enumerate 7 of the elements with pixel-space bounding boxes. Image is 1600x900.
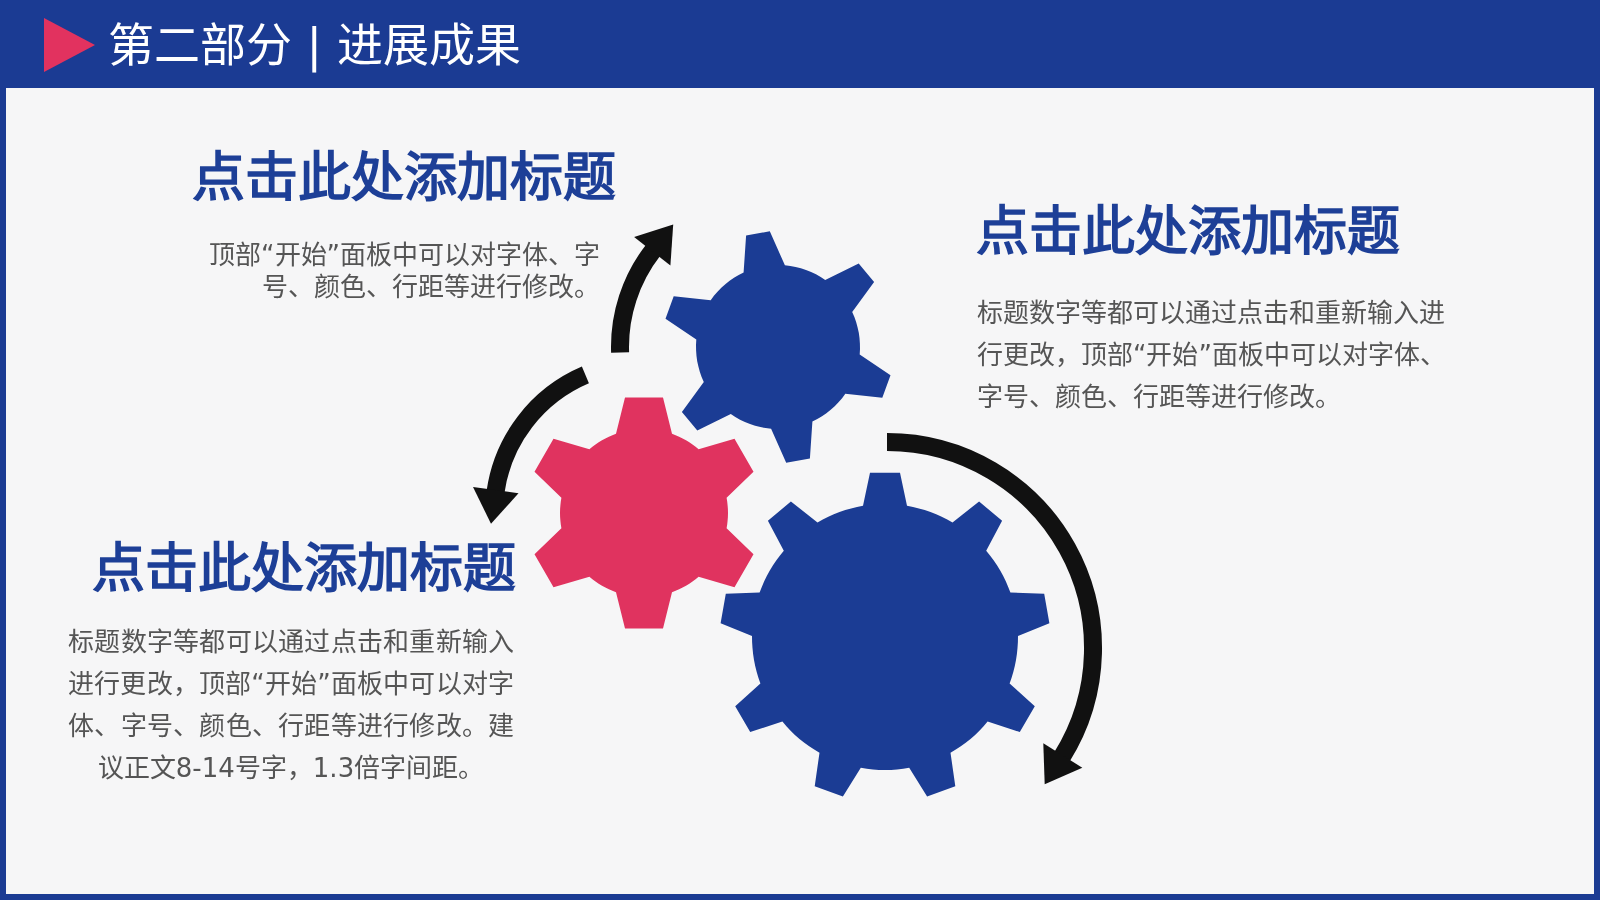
section-heading: 点击此处添加标题	[192, 146, 616, 210]
slide-title: 第二部分 | 进展成果	[108, 17, 521, 74]
section-heading: 点击此处添加标题	[92, 537, 516, 601]
body-text: 标题数字等都可以通过点击和重新输入进行更改，顶部“开始”面板中可以对字体、字号、颜色、行距等进行修改。建议正文8-14号字，1.3倍字间距。	[68, 626, 514, 785]
body-text: 顶部“开始”面板中可以对字体、字号、颜色、行距等进行修改。	[208, 239, 600, 303]
body-text: 标题数字等都可以通过点击和重新输入进行更改，顶部“开始”面板中可以对字体、字号、颜色、行距等进行修改。	[977, 297, 1447, 414]
section-heading: 点击此处添加标题	[976, 200, 1400, 264]
